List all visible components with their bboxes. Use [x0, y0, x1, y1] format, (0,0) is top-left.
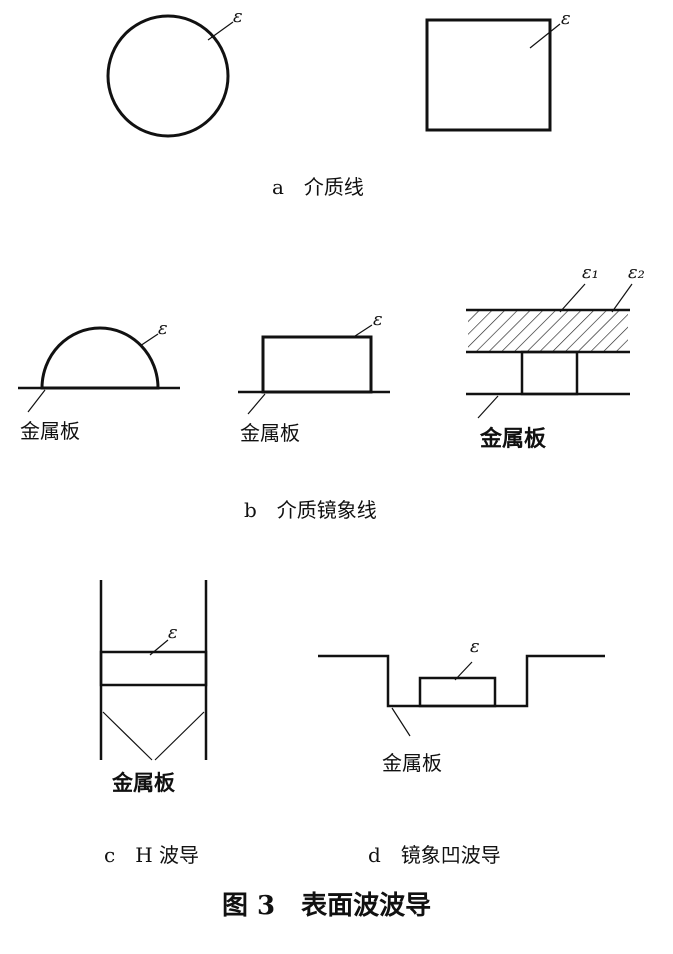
metal-plate-leader-5	[391, 707, 411, 737]
dielectric-in-groove	[418, 676, 497, 708]
epsilon-label-semicircle: ε	[158, 318, 168, 339]
dielectric-slab	[99, 650, 208, 687]
epsilon-label-groove: ε	[470, 636, 480, 657]
dielectric-semicircle	[40, 326, 160, 390]
figure-title: 图 3 表面波波导	[222, 891, 431, 921]
epsilon2-label: ε₂	[628, 262, 645, 283]
panel-c-h-waveguide: ε 金属板 c H 波导	[99, 580, 208, 867]
metal-plate-label-2: 金属板	[240, 421, 300, 445]
dielectric-square	[425, 18, 552, 132]
dielectric-circle	[106, 14, 230, 138]
epsilon-label-square: ε	[561, 8, 571, 29]
metal-plate-leader-1	[27, 389, 46, 413]
epsilon1-leader	[559, 283, 586, 313]
metal-plate-leader-2	[247, 393, 266, 415]
epsilon-leader-groove	[454, 661, 473, 681]
metal-plate-leader-right	[154, 711, 205, 761]
caption-d: d 镜象凹波导	[368, 843, 501, 867]
caption-b: b 介质镜象线	[244, 498, 377, 522]
epsilon1-label: ε₁	[582, 262, 599, 283]
epsilon-leader-slab	[149, 639, 169, 656]
dielectric-rectangle	[261, 335, 373, 394]
epsilon-leader-circle	[207, 21, 234, 41]
metal-plate-label-3: 金属板	[479, 426, 547, 452]
metal-plate-label-4: 金属板	[111, 770, 176, 795]
epsilon-leader-square	[529, 23, 561, 49]
caption-c: c H 波导	[104, 843, 199, 867]
groove-metal-profile	[318, 654, 605, 708]
metal-plate-leader-left	[102, 711, 153, 761]
panel-d-image-groove-waveguide: ε 金属板 d 镜象凹波导	[318, 636, 605, 867]
caption-a: a 介质线	[272, 175, 364, 199]
metal-plate-label-5: 金属板	[382, 751, 442, 775]
epsilon-label-circle: ε	[233, 6, 243, 27]
dielectric-layer-eps2	[468, 310, 628, 352]
metal-plate-leader-3	[477, 395, 499, 419]
dielectric-support-eps1	[520, 350, 579, 396]
epsilon-leader-semicircle	[139, 333, 159, 347]
epsilon-leader-rectangle	[351, 324, 373, 339]
epsilon-label-slab: ε	[168, 622, 178, 643]
panel-a-dielectric-line: ε ε a 介质线	[106, 6, 571, 199]
epsilon-label-rectangle: ε	[373, 309, 383, 330]
epsilon2-leader	[611, 283, 633, 313]
panel-b-dielectric-image-line: ε 金属板 ε 金属板 ε₁ ε₂ 金属板 b 介质镜象线	[18, 262, 645, 522]
metal-plate-label-1: 金属板	[20, 419, 80, 443]
